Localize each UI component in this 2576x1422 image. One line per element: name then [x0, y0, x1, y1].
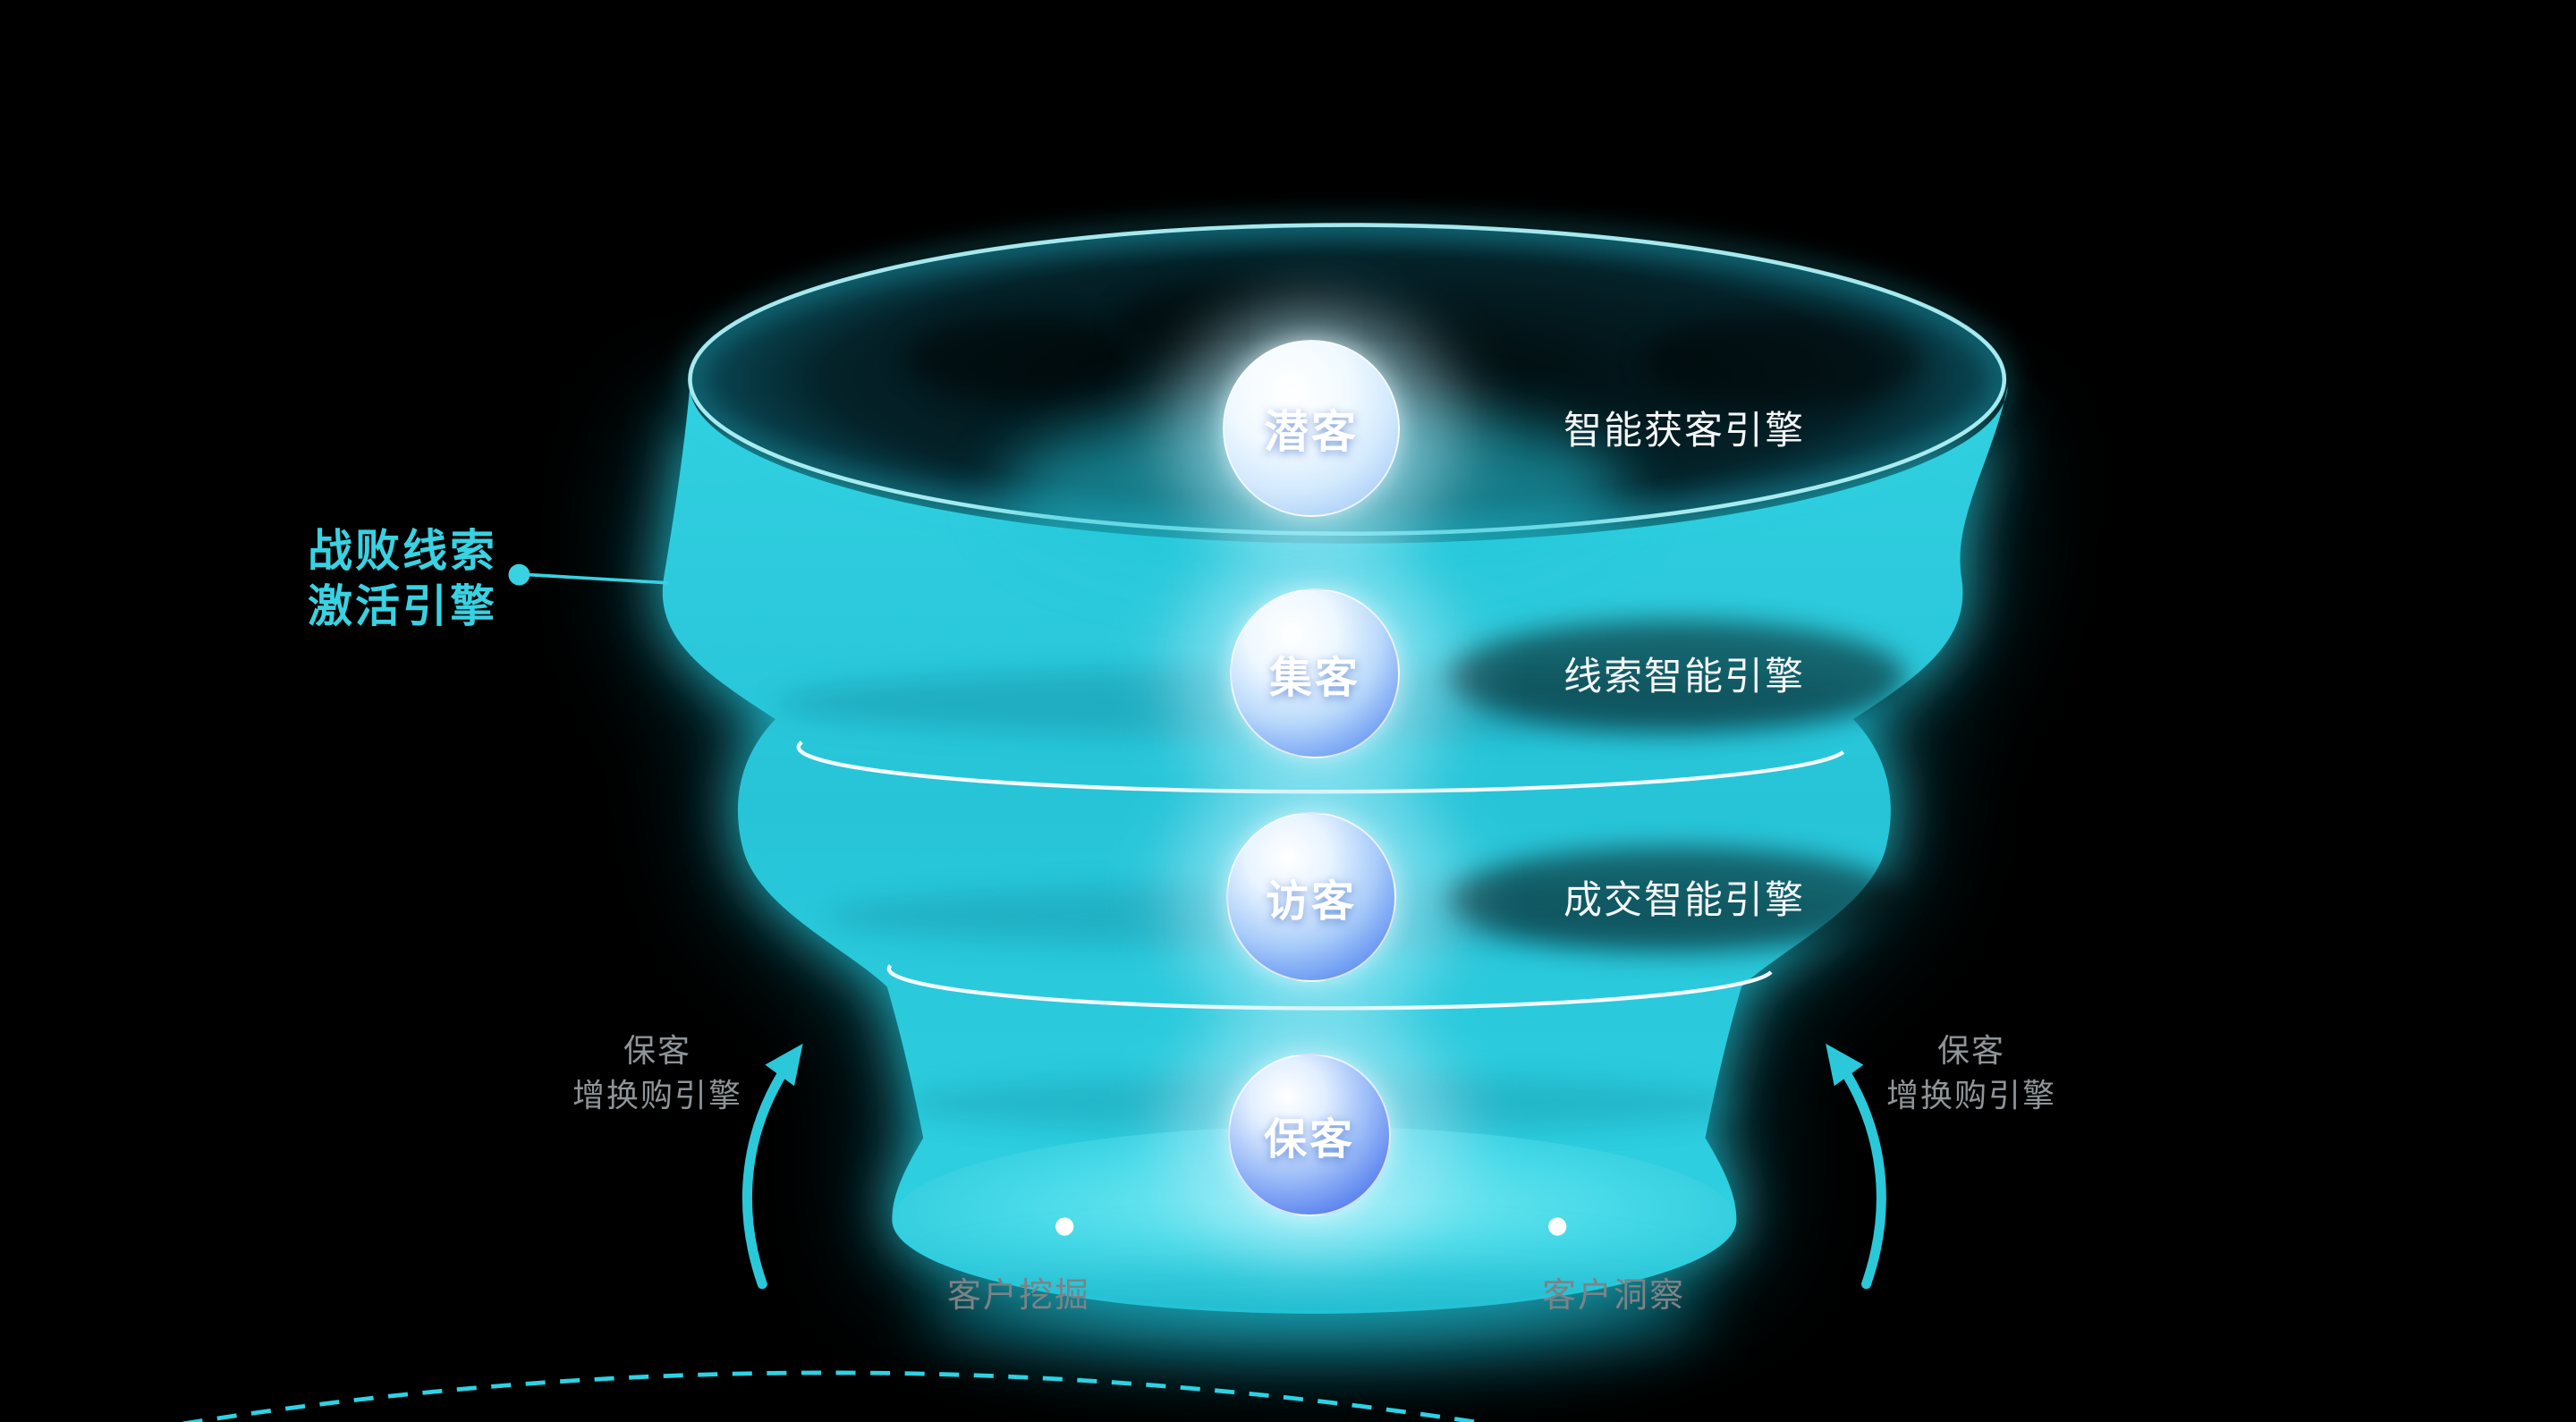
right-curved-arrow-icon	[1826, 1043, 1886, 1290]
stage-label: 潜客	[1264, 407, 1359, 457]
side-label-line-1: 保客	[1936, 1032, 2005, 1069]
stage-circle-leads: 集客	[1230, 588, 1400, 758]
pool-under-glow	[919, 1264, 1709, 1363]
insight-dot-marker	[1548, 1217, 1567, 1236]
stage-label: 保客	[1263, 1116, 1355, 1164]
engine-label-acquisition: 智能获客引擎	[1563, 410, 1805, 453]
stage-circle-prospects: 潜客	[1223, 340, 1400, 517]
retention-engine-label-right: 保客 增换购引擎	[1792, 1028, 2150, 1118]
callout-line-1: 战败线索	[308, 526, 497, 576]
side-label-line-2: 增换购引擎	[572, 1077, 742, 1113]
stage-circle-retained: 保客	[1228, 1054, 1391, 1216]
customer-mining-label: 客户挖掘	[946, 1277, 1090, 1315]
callout-dot	[508, 563, 530, 586]
dashed-orbit-path	[180, 1370, 1490, 1422]
stage-label: 集客	[1268, 655, 1360, 702]
lost-leads-activation-callout: 战败线索 激活引擎	[255, 523, 550, 634]
mining-dot-marker	[1055, 1217, 1074, 1236]
engine-label-leads: 线索智能引擎	[1563, 656, 1805, 698]
side-label-line-1: 保客	[623, 1032, 691, 1069]
side-label-line-2: 增换购引擎	[1885, 1077, 2056, 1113]
callout-connector-line	[529, 572, 669, 585]
retention-engine-label-left: 保客 增换购引擎	[479, 1028, 836, 1118]
customer-insight-label: 客户洞察	[1541, 1277, 1685, 1315]
engine-label-deals: 成交智能引擎	[1563, 879, 1805, 922]
callout-line-2: 激活引擎	[308, 581, 497, 631]
stage-label: 访客	[1265, 878, 1357, 926]
stage-circle-visitors: 访客	[1226, 812, 1396, 982]
left-curved-arrow-icon	[741, 1043, 803, 1290]
